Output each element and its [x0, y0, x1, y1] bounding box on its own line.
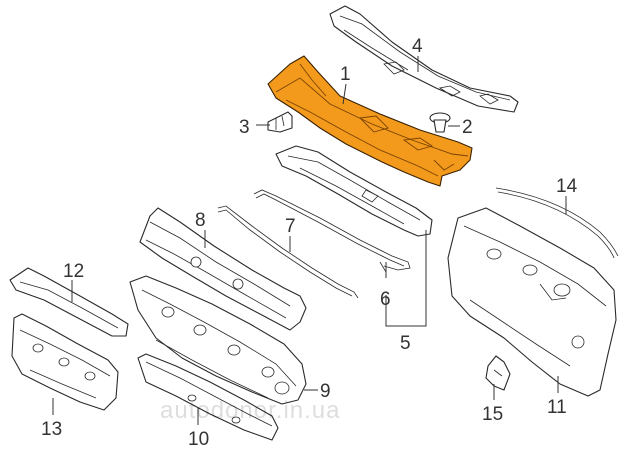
part-7-long-rod[interactable] — [217, 205, 359, 299]
part-4-cowl-upper-panel[interactable] — [329, 5, 519, 113]
callout-9: 9 — [320, 381, 331, 402]
callout-14: 14 — [556, 176, 578, 197]
callout-7: 7 — [285, 216, 296, 237]
part-14-seal-strip[interactable] — [495, 187, 619, 259]
part-1-cowl-top-panel[interactable] — [267, 55, 473, 187]
part-11-dash-panel[interactable] — [447, 207, 617, 397]
callout-6: 6 — [380, 289, 391, 310]
callout-1: 1 — [340, 64, 351, 85]
part-13-insulator[interactable] — [11, 313, 119, 411]
callout-15: 15 — [482, 404, 503, 425]
part-3-bracket[interactable] — [267, 111, 293, 133]
callout-5: 5 — [400, 333, 411, 354]
callout-13: 13 — [41, 419, 62, 440]
part-9-dash-panel[interactable] — [129, 275, 307, 405]
part-15-bracket[interactable] — [485, 355, 511, 391]
part-2-clip[interactable] — [429, 112, 451, 133]
part-10-lower-crossmember[interactable] — [137, 353, 279, 441]
part-8-side-member[interactable] — [139, 207, 307, 331]
watermark: autodonor.in.ua — [160, 397, 340, 424]
callout-2: 2 — [462, 117, 473, 138]
part-12-crossbar[interactable] — [9, 267, 129, 337]
callout-8: 8 — [195, 210, 206, 231]
callout-4: 4 — [412, 36, 423, 57]
part-5-cowl-reinforcement[interactable] — [275, 145, 433, 237]
callout-11: 11 — [547, 397, 567, 418]
callout-12: 12 — [63, 261, 84, 282]
part-6-rod[interactable] — [253, 189, 411, 273]
leader-lines — [52, 56, 567, 425]
callout-10: 10 — [188, 429, 209, 450]
callout-3: 3 — [239, 117, 250, 138]
